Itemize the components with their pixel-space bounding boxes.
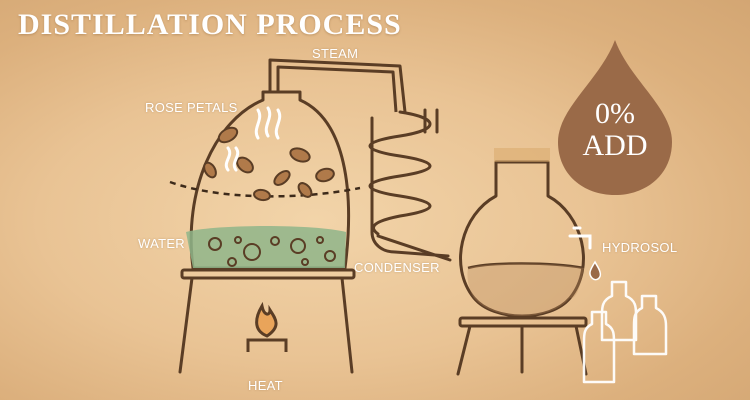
drop-badge-text: 0% ADD xyxy=(560,98,670,162)
heat-label: HEAT xyxy=(248,378,283,393)
steam-label: STEAM xyxy=(312,46,359,61)
hydrosol-label: HYDROSOL xyxy=(602,240,678,255)
pot-stand xyxy=(178,268,356,374)
hydrosol-fill xyxy=(467,263,584,316)
flask-tap xyxy=(568,226,592,250)
steam-pipe xyxy=(268,58,407,113)
page-title: DISTILLATION PROCESS xyxy=(18,8,402,41)
receiving-flask xyxy=(459,160,585,318)
water-fill xyxy=(186,226,346,268)
flame-icon xyxy=(255,301,278,338)
flask-cork xyxy=(494,148,550,162)
drop-badge-shape xyxy=(558,40,672,195)
badge-percent: 0% xyxy=(595,97,635,130)
steam-wisps-icon xyxy=(224,106,282,172)
water-label: WATER xyxy=(138,236,185,251)
flask-stand xyxy=(456,316,588,376)
condenser-label: CONDENSER xyxy=(354,260,440,275)
burner xyxy=(246,301,288,352)
rose-petals xyxy=(203,126,335,202)
badge-add: ADD xyxy=(582,129,648,162)
water-drop-icon xyxy=(589,260,602,281)
rose-petals-label: ROSE PETALS xyxy=(145,100,238,115)
water-bubbles xyxy=(208,236,336,267)
bottle-icon xyxy=(582,280,668,384)
condenser-coil xyxy=(368,108,452,262)
